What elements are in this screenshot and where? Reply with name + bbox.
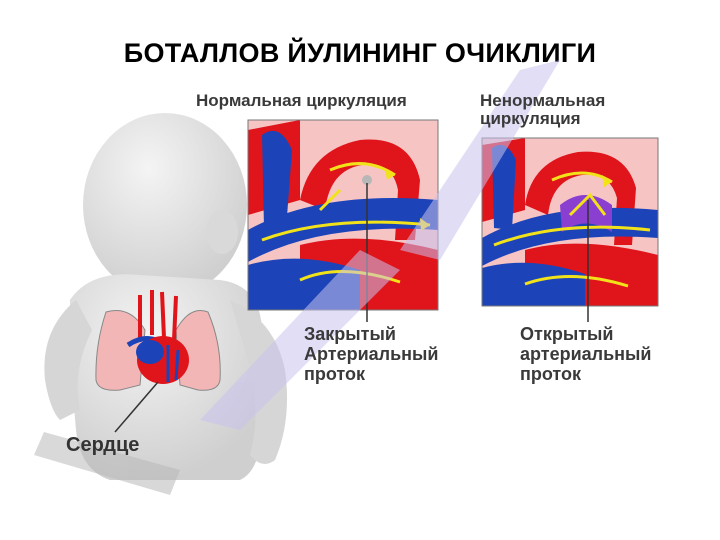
open-duct-label-line3: проток bbox=[520, 364, 581, 384]
closed-duct-label-line3: проток bbox=[304, 364, 365, 384]
watermark bbox=[34, 60, 560, 495]
open-duct-label-line1: Открытый bbox=[520, 324, 614, 344]
closed-duct-label-line2: Артериальный bbox=[304, 344, 439, 364]
closed-duct-label-line1: Закрытый bbox=[304, 324, 396, 344]
heart-pointer bbox=[114, 381, 159, 433]
heart-label: Сердце bbox=[66, 434, 140, 456]
abnormal-circulation-heading-line1: Ненормальная bbox=[480, 91, 606, 110]
abnormal-circulation-heading-line2: циркуляция bbox=[480, 109, 581, 128]
abnormal-circulation-image bbox=[482, 138, 658, 306]
normal-circulation-heading: Нормальная циркуляция bbox=[196, 91, 407, 110]
slide-title: БОТАЛЛОВ ЙУЛИНИНГ ОЧИКЛИГИ bbox=[123, 38, 597, 68]
lungs-and-heart bbox=[95, 290, 221, 391]
open-duct-label-line2: артериальный bbox=[520, 344, 652, 364]
